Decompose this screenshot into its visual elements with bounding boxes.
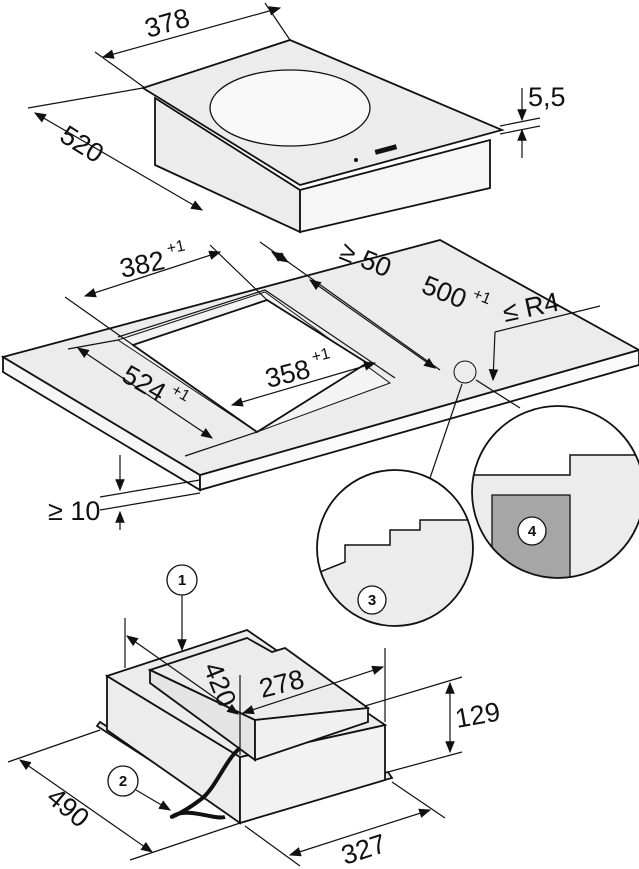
callout-2: 2 — [107, 765, 172, 811]
callout-3-circle — [357, 585, 387, 615]
hob-body-right — [299, 138, 491, 234]
cutout-width-group: 382 +1 — [117, 237, 187, 284]
callout-3-label: 3 — [368, 592, 376, 609]
min-thickness-label: ≥ 10 — [48, 496, 100, 526]
hob-depth-label: 520 — [55, 120, 109, 169]
callout-4-label: 4 — [528, 523, 537, 540]
detail-marker — [453, 360, 477, 384]
detail-4: 4 — [471, 405, 639, 579]
power-cable — [169, 746, 242, 820]
cooking-zone — [209, 69, 371, 147]
hob-drawing — [140, 39, 505, 234]
inner-depth-tol: +1 — [470, 286, 493, 309]
control-dot — [354, 158, 358, 162]
cutout-depth-tol: +1 — [168, 382, 192, 406]
detail-3: 3 — [316, 469, 474, 627]
callout-4-circle — [517, 516, 547, 546]
callout-1: 1 — [166, 564, 198, 652]
housing-drawing — [95, 629, 394, 825]
glass-thickness-label: 5,5 — [528, 82, 566, 112]
callout-2-label: 2 — [119, 773, 127, 790]
frame-depth-label: 490 — [41, 782, 95, 834]
hob-width-label: 378 — [141, 3, 193, 44]
housing-height-label: 129 — [453, 697, 503, 734]
callout-1-label: 1 — [178, 572, 186, 589]
housing-width-label: 327 — [338, 828, 390, 869]
cutout-width-tol: +1 — [165, 237, 186, 257]
cutout-width-label: 382 — [117, 245, 167, 284]
control-display — [374, 144, 398, 155]
